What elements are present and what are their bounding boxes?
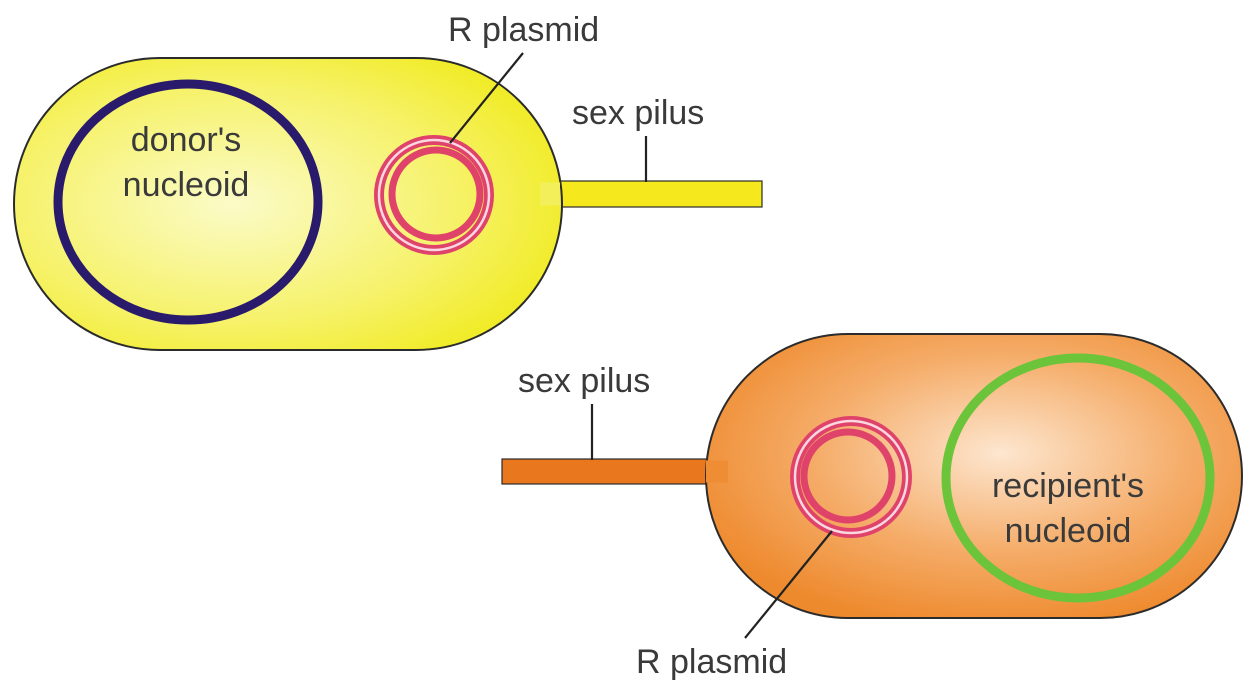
donor-nucleoid-label-line2: nucleoid	[123, 166, 250, 204]
recipient-plasmid-label: R plasmid	[636, 643, 787, 681]
donor-cell: donor's nucleoid R plasmid sex pilus	[14, 11, 762, 350]
donor-plasmid-label: R plasmid	[448, 11, 599, 49]
donor-pilus-label: sex pilus	[572, 94, 704, 132]
recipient-cell: recipient's nucleoid sex pilus R plasmid	[502, 334, 1242, 681]
recipient-sex-pilus	[502, 459, 724, 484]
recipient-pilus-label: sex pilus	[518, 362, 650, 400]
donor-nucleoid-label-line1: donor's	[131, 121, 241, 159]
donor-sex-pilus	[548, 181, 762, 207]
recipient-nucleoid-label-line2: nucleoid	[1005, 512, 1132, 550]
recipient-nucleoid-label-line1: recipient's	[992, 467, 1144, 505]
